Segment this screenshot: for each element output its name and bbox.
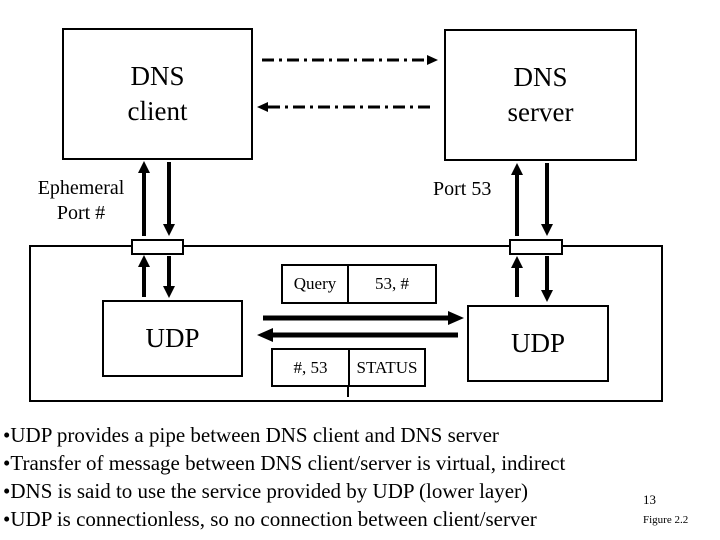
dns-client-label-line2: client <box>127 96 188 126</box>
dns-server-label-line1: DNS <box>513 62 568 92</box>
dns-client-box: DNS client <box>62 28 253 160</box>
query-message-table: Query 53, # <box>281 264 437 304</box>
udp-client-box: UDP <box>102 300 243 377</box>
bullet-icon: • <box>3 451 11 475</box>
dns-server-box: DNS server <box>444 29 637 161</box>
note-line: •UDP provides a pipe between DNS client … <box>3 421 565 449</box>
virtual-link-arrow-client-to-server <box>262 55 438 65</box>
dns-server-label-line2: server <box>507 97 574 127</box>
page-number: 13 <box>643 492 656 507</box>
note-text: DNS is said to use the service provided … <box>10 479 529 503</box>
client-socket-rect <box>131 239 184 255</box>
dns-client-label-line1: DNS <box>130 61 185 91</box>
bullet-icon: • <box>3 507 11 531</box>
ephemeral-port-label: Ephemeral Port # <box>20 176 142 226</box>
server-port-label: Port 53 <box>433 178 492 200</box>
note-text: Transfer of message between DNS client/s… <box>10 451 566 475</box>
ephemeral-port-label-line1: Ephemeral <box>37 177 125 199</box>
bullet-icon: • <box>3 479 11 503</box>
note-text: UDP provides a pipe between DNS client a… <box>10 423 499 447</box>
server-socket-down-arrow <box>541 163 553 236</box>
virtual-link-arrow-server-to-client <box>257 102 434 112</box>
notes-list: •UDP provides a pipe between DNS client … <box>3 421 565 533</box>
server-socket-rect <box>509 239 563 255</box>
note-text: UDP is connectionless, so no connection … <box>10 507 537 531</box>
response-message-table: #, 53 STATUS <box>271 348 426 387</box>
note-line: •DNS is said to use the service provided… <box>3 477 565 505</box>
response-message-type-cell: STATUS <box>356 357 418 377</box>
udp-server-label: UDP <box>510 328 565 358</box>
ephemeral-port-label-line2: Port # <box>56 202 106 224</box>
figure-label: Figure 2.2 <box>643 514 689 526</box>
server-socket-up-arrow <box>511 163 523 236</box>
query-message-type-cell: Query <box>283 266 349 302</box>
client-socket-down-arrow <box>163 162 175 236</box>
udp-server-box: UDP <box>467 305 609 382</box>
note-line: •Transfer of message between DNS client/… <box>3 449 565 477</box>
bullet-icon: • <box>3 423 11 447</box>
note-line: •UDP is connectionless, so no connection… <box>3 505 565 533</box>
response-message-ports-cell: #, 53 <box>273 350 350 385</box>
query-message-ports-cell: 53, # <box>375 274 409 293</box>
udp-client-label: UDP <box>145 323 200 353</box>
